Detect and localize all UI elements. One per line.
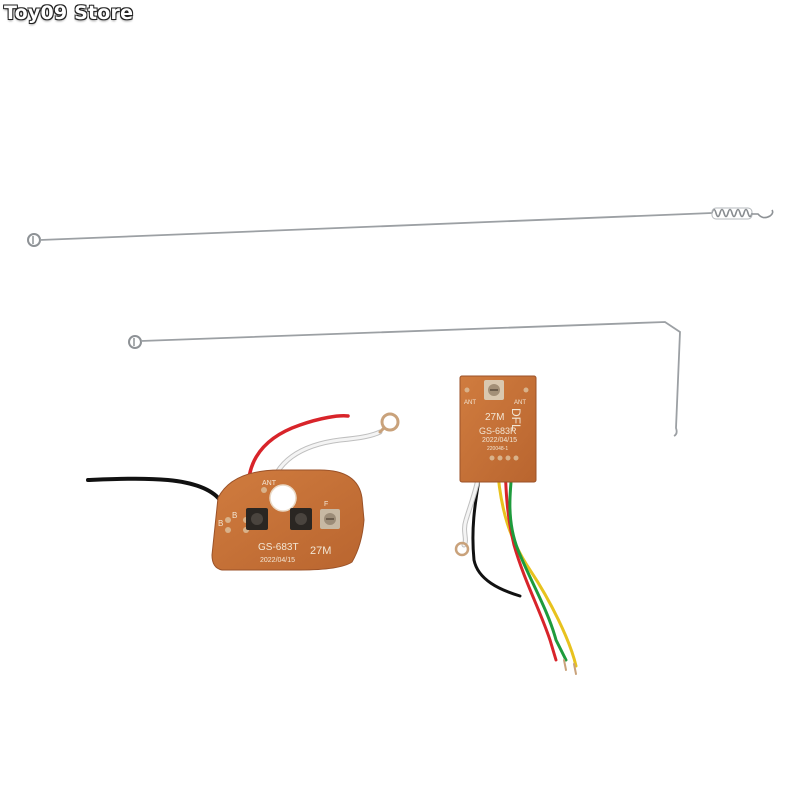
transmitter-model-label: GS-683T <box>258 542 299 553</box>
push-button-icon <box>246 508 268 530</box>
transmitter-pad-label-b1: B <box>232 511 237 520</box>
receiver-frequency-label: 27M <box>485 412 504 423</box>
receiver-ant-label-right: ANT <box>514 400 526 406</box>
transmitter-pad-label-f: F <box>324 501 328 508</box>
trim-potentiometer-icon <box>484 380 504 400</box>
receiver-serial-label: 220048-1 <box>487 446 508 452</box>
receiver-date-label: 2022/04/15 <box>482 437 517 444</box>
receiver-ant-label-left: ANT <box>464 400 476 406</box>
receiver-model-label: GS-683R <box>479 426 517 436</box>
transmitter-ant-label: ANT <box>262 480 277 487</box>
transmitter-pad-label-b2: B <box>218 519 223 528</box>
push-button-icon <box>290 508 312 530</box>
transmitter-frequency-label: 27M <box>310 545 331 557</box>
store-watermark: Toy09 Store <box>4 2 134 24</box>
whip-antenna-icon <box>128 321 681 437</box>
transmitter-date-label: 2022/04/15 <box>260 557 295 564</box>
receiver-board: ANT ANT 27M DFL GS-683R 2022/04/15 22004… <box>459 375 537 483</box>
trim-potentiometer-icon <box>320 509 340 529</box>
receiver-rotated-marking: DFL <box>509 408 523 431</box>
spring-antenna-icon <box>27 207 774 247</box>
transmitter-board: ANT B B F GS-683T 27M 2022/04/15 <box>211 469 365 571</box>
